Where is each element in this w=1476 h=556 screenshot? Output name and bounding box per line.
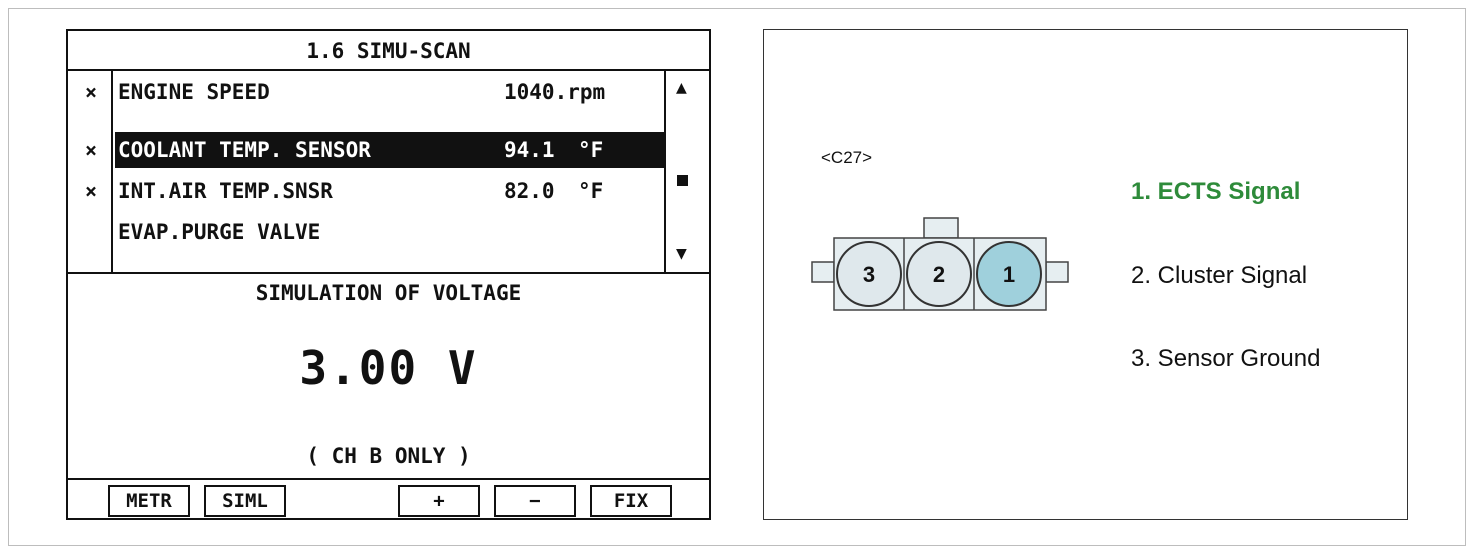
- row-value: 82.0: [504, 179, 555, 203]
- simulation-voltage-value: 3.00 V: [299, 341, 478, 395]
- row-label: EVAP.PURGE VALVE: [118, 220, 321, 244]
- row-unit: °F: [578, 138, 604, 162]
- marker-column: [68, 71, 113, 274]
- fix-marker-icon: ×: [84, 80, 98, 104]
- row-label: INT.AIR TEMP.SNSR: [118, 179, 333, 203]
- fix-button[interactable]: FIX: [590, 485, 672, 517]
- legend-item-cluster-signal: 2. Cluster Signal: [1131, 262, 1308, 289]
- simulation-channel-note: ( CH B ONLY ): [306, 444, 471, 468]
- legend-item-sensor-ground: 3. Sensor Ground: [1131, 345, 1321, 372]
- figure-frame: [8, 8, 1466, 546]
- connector-latch: [923, 217, 959, 239]
- data-row-engine-speed[interactable]: × ENGINE SPEED 1040.rpm: [68, 74, 666, 110]
- connector-right-tab: [1045, 261, 1069, 283]
- connector-pin-label-3: 3: [863, 262, 875, 287]
- scroll-down-icon[interactable]: ▼: [676, 243, 687, 264]
- scroll-up-icon[interactable]: ▲: [676, 77, 687, 98]
- scrollbar[interactable]: ▲ ▼: [664, 71, 709, 274]
- connector-pin-1: [976, 241, 1042, 307]
- row-value: 94.1: [504, 138, 555, 162]
- softkey-bar: METR SIML + − FIX: [68, 478, 709, 518]
- row-unit: °F: [578, 179, 604, 203]
- connector-left-tab: [811, 261, 835, 283]
- connector-diagram: 3 2 1: [811, 217, 1069, 311]
- scan-tool-screen: 1.6 SIMU-SCAN ▲ ▼ × ENGINE SPEED 1040.rp…: [66, 29, 711, 520]
- simulation-heading: SIMULATION OF VOLTAGE: [255, 281, 522, 305]
- fix-marker-icon: ×: [84, 179, 98, 203]
- list-divider: [68, 272, 709, 274]
- screen-title: 1.6 SIMU-SCAN: [68, 31, 709, 71]
- metr-button[interactable]: METR: [108, 485, 190, 517]
- minus-button[interactable]: −: [494, 485, 576, 517]
- connector-pin-2: [906, 241, 972, 307]
- scroll-thumb[interactable]: [677, 175, 688, 186]
- data-row-coolant-temp-sensor[interactable]: × COOLANT TEMP. SENSOR 94.1 °F: [68, 132, 666, 168]
- row-label: ENGINE SPEED: [118, 80, 270, 104]
- data-row-evap-purge-valve[interactable]: EVAP.PURGE VALVE: [68, 214, 666, 250]
- connector-pin-label-2: 2: [933, 262, 945, 287]
- plus-button[interactable]: +: [398, 485, 480, 517]
- connector-id: <C27>: [821, 148, 873, 167]
- connector-pin-3: [836, 241, 902, 307]
- legend-item-ects-signal: 1. ECTS Signal: [1131, 178, 1301, 205]
- row-value: 1040.rpm: [504, 80, 606, 104]
- data-row-int-air-temp[interactable]: × INT.AIR TEMP.SNSR 82.0 °F: [68, 173, 666, 209]
- connector-pins: 3 2 1: [836, 241, 1042, 307]
- selection-highlight: [115, 132, 666, 168]
- siml-button[interactable]: SIML: [204, 485, 286, 517]
- row-label: COOLANT TEMP. SENSOR: [118, 138, 371, 162]
- fix-marker-icon: ×: [84, 138, 98, 162]
- connector-pin-label-1: 1: [1003, 262, 1015, 287]
- connector-diagram-panel: <C27> 3 2 1 1. ECTS Signal 2. Cluster Sign…: [763, 29, 1408, 520]
